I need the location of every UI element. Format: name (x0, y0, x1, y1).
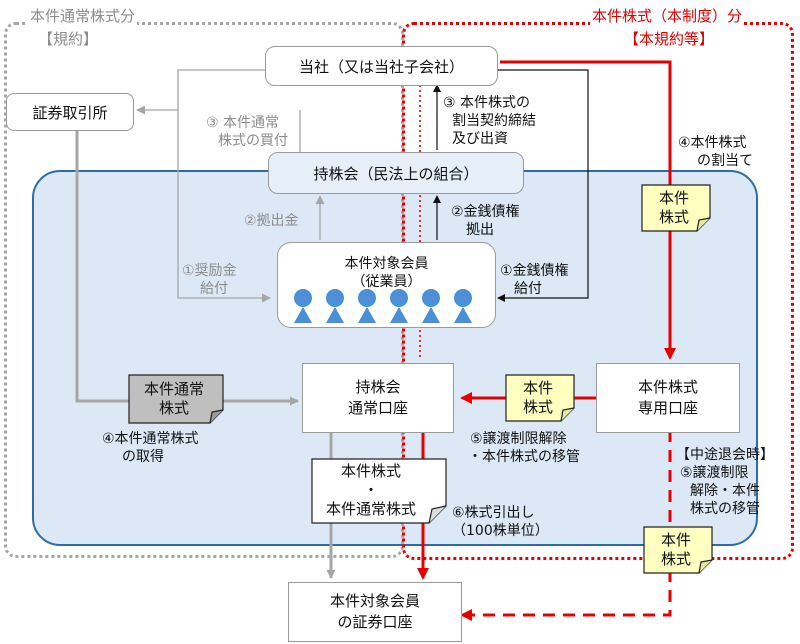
regular-account-box: 持株会 通常口座 (302, 363, 454, 433)
securities-account-box: 本件対象会員 の証券口座 (288, 582, 462, 642)
withdrawal-label-line2: （100株単位） (452, 523, 549, 539)
securities-account-line2: の証券口座 (337, 613, 413, 631)
transferred-stock-document: 本件 株式 (505, 374, 575, 422)
transfer-label-line1: ⑤譲渡制限解除 (470, 431, 567, 447)
withdrawn-stock-document: 本件株式 ・ 本件通常株式 (311, 458, 447, 524)
allotted-stock-document: 本件 株式 (641, 184, 711, 232)
stock-a-line1: 本件 (658, 189, 689, 207)
contract-label-line1: ③ 本件株式の (443, 95, 531, 111)
members-label-line1: 本件対象会員 (344, 256, 429, 272)
allotment-label-line2: の割当て (697, 153, 753, 169)
person-icon (422, 289, 440, 323)
stock-b-line1: 本件 (522, 379, 553, 397)
stock-doc-line2: ・ (363, 481, 379, 499)
company-box: 当社（又は当社子会社） (265, 46, 498, 86)
acquisition-label-line1: ④本件通常株式 (102, 431, 199, 447)
securities-account-line1: 本件対象会員 (329, 592, 420, 610)
left-region-title: 本件通常株式分 (28, 7, 138, 25)
midway-heading: 【中途退会時】 (676, 447, 774, 463)
stock-a-line2: 株式 (658, 208, 689, 226)
stock-c-line2: 株式 (660, 550, 691, 568)
claim-grant-arrow (497, 69, 589, 302)
regular-stock-doc-line1: 本件通常 (143, 380, 204, 398)
right-region-title: 本件株式（本制度）分 (590, 7, 745, 25)
claim-grant-line2: 給付 (514, 281, 542, 297)
company-label: 当社（又は当社子会社） (298, 57, 464, 76)
withdrawal-label-line1: ⑥株式引出し (452, 505, 535, 521)
purchase-label-line1: ③ 本件通常 (206, 115, 280, 131)
members-label-line2: （従業員） (351, 274, 422, 290)
midway-stock-document: 本件 株式 (643, 526, 713, 574)
transfer-label-line2: ・本件株式の移管 (468, 449, 580, 465)
document-shape (641, 184, 711, 232)
employee-icons (294, 289, 472, 323)
contribution-label: ②拠出金 (244, 213, 299, 229)
dedicated-account-line2: 専用口座 (637, 399, 698, 417)
midway-transfer-arrow (460, 430, 672, 621)
regular-account-line2: 通常口座 (347, 399, 408, 417)
stock-c-line1: 本件 (660, 531, 691, 549)
contract-label-line2: 割当契約締結 (452, 113, 536, 129)
document-shape (643, 526, 713, 574)
regular-account-line1: 持株会 (355, 378, 401, 396)
acquisition-arrow (75, 130, 299, 406)
person-icon (358, 289, 376, 323)
regular-stock-document: 本件通常 株式 (128, 374, 224, 424)
incentive-label-line1: ①奨励金 (182, 263, 237, 279)
incentive-arrow (177, 110, 271, 303)
incentive-label-line2: 給付 (200, 281, 228, 297)
person-icon (326, 289, 344, 323)
stock-exchange-box: 証券取引所 (6, 93, 134, 131)
purchase-arrow (136, 69, 265, 115)
left-region-subtitle: 【規約】 (36, 30, 101, 48)
right-region-subtitle: 【本規約等】 (622, 30, 717, 48)
midway-label-line3: 株式の移管 (690, 501, 760, 517)
claim-contribution-line2: 拠出 (466, 222, 494, 238)
person-icon (294, 289, 312, 323)
claim-grant-line1: ①金銭債権 (500, 263, 569, 279)
document-shape (505, 374, 575, 422)
allotment-label-line1: ④本件株式 (678, 135, 747, 151)
claim-contribution-line1: ②金銭債権 (451, 204, 520, 220)
allotment-arrow (500, 60, 676, 360)
stock-doc-line1: 本件株式 (340, 462, 401, 480)
dedicated-account-box: 本件株式 専用口座 (596, 363, 740, 433)
person-icon (454, 289, 472, 323)
acquisition-label-line2: の取得 (122, 449, 164, 465)
purchase-label-line2: 株式の買付 (218, 133, 288, 149)
regular-stock-doc-line2: 株式 (158, 399, 189, 417)
document-shape (311, 458, 447, 524)
stock-b-line2: 株式 (522, 398, 553, 416)
contract-label-line3: 及び出資 (452, 131, 508, 147)
stock-exchange-label: 証券取引所 (32, 103, 108, 122)
holding-association-box: 持株会（民法上の組合） (268, 152, 524, 194)
midway-label-line1: ⑤譲渡制限 (680, 465, 749, 481)
holding-association-label: 持株会（民法上の組合） (313, 164, 479, 183)
midway-label-line2: 解除・本件 (690, 483, 760, 499)
dedicated-account-line1: 本件株式 (637, 378, 698, 396)
document-shape (128, 374, 224, 424)
stock-doc-line3: 本件通常株式 (325, 500, 416, 518)
person-icon (390, 289, 408, 323)
